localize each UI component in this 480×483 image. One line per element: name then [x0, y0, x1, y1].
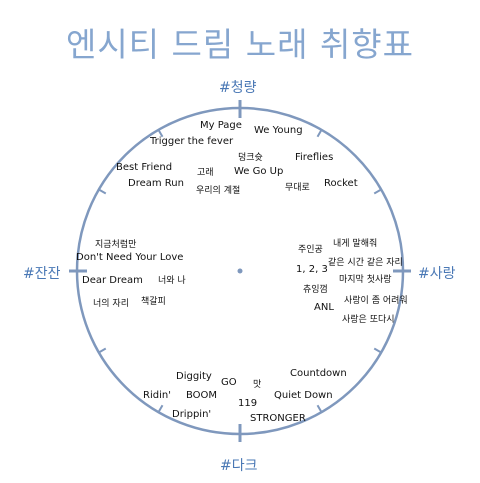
song-label: ANL	[314, 302, 334, 313]
song-label: 지금처럼만	[95, 240, 137, 250]
song-label: Dear Dream	[82, 275, 143, 286]
song-label: Rocket	[324, 178, 358, 189]
song-label: My Page	[200, 120, 242, 131]
minor-tick	[98, 188, 107, 195]
axis-label-right: #사랑	[418, 266, 456, 282]
song-label: Countdown	[290, 368, 347, 379]
song-label: 고래	[197, 168, 214, 178]
axis-label-bottom: #다크	[220, 458, 258, 474]
axis-label-top: #청량	[219, 80, 257, 96]
song-label: Quiet Down	[274, 390, 333, 401]
song-label: Diggity	[176, 371, 212, 382]
song-label: Best Friend	[116, 162, 173, 173]
minor-tick	[373, 188, 382, 195]
minor-tick	[157, 404, 164, 413]
song-label: 우리의 계절	[196, 186, 241, 196]
song-label: We Go Up	[234, 166, 284, 177]
song-label: GO	[221, 377, 237, 388]
song-label: 책갈피	[141, 297, 166, 307]
chart-title: 엔시티 드림 노래 취향표	[65, 25, 415, 64]
minor-tick	[373, 347, 382, 354]
minor-tick	[316, 129, 323, 138]
song-label: STRONGER	[250, 413, 306, 424]
minor-tick	[98, 347, 107, 354]
song-label: 츄잉껌	[303, 285, 328, 295]
minor-tick	[316, 404, 323, 413]
song-label: Don't Need Your Love	[76, 252, 184, 263]
song-label: 119	[238, 398, 258, 409]
song-label: 사랑은 또다시	[342, 315, 395, 325]
song-label: Trigger the fever	[150, 136, 234, 147]
center-dot	[237, 268, 243, 274]
song-label: BOOM	[186, 390, 218, 401]
minor-tick	[157, 129, 164, 138]
axis-label-left: #잔잔	[23, 266, 61, 282]
song-label: Drippin'	[172, 409, 212, 420]
song-label: 맛	[253, 380, 262, 390]
song-label: 같은 시간 같은 자리	[328, 258, 403, 268]
song-label: Ridin'	[143, 390, 171, 401]
song-label: 마지막 첫사랑	[339, 275, 392, 285]
song-label: 덩크슛	[238, 153, 263, 163]
song-label: 너와 나	[158, 276, 186, 286]
song-label: Dream Run	[128, 178, 184, 189]
song-label: We Young	[254, 125, 303, 136]
song-label: 무대로	[285, 183, 310, 193]
song-label: 1, 2, 3	[296, 264, 328, 275]
song-label: 내게 말해줘	[333, 239, 378, 249]
song-label: 사랑이 좀 어려워	[344, 296, 408, 306]
song-label: 너의 자리	[93, 299, 129, 309]
song-label: 주인공	[298, 245, 323, 255]
song-label: Fireflies	[295, 152, 334, 163]
